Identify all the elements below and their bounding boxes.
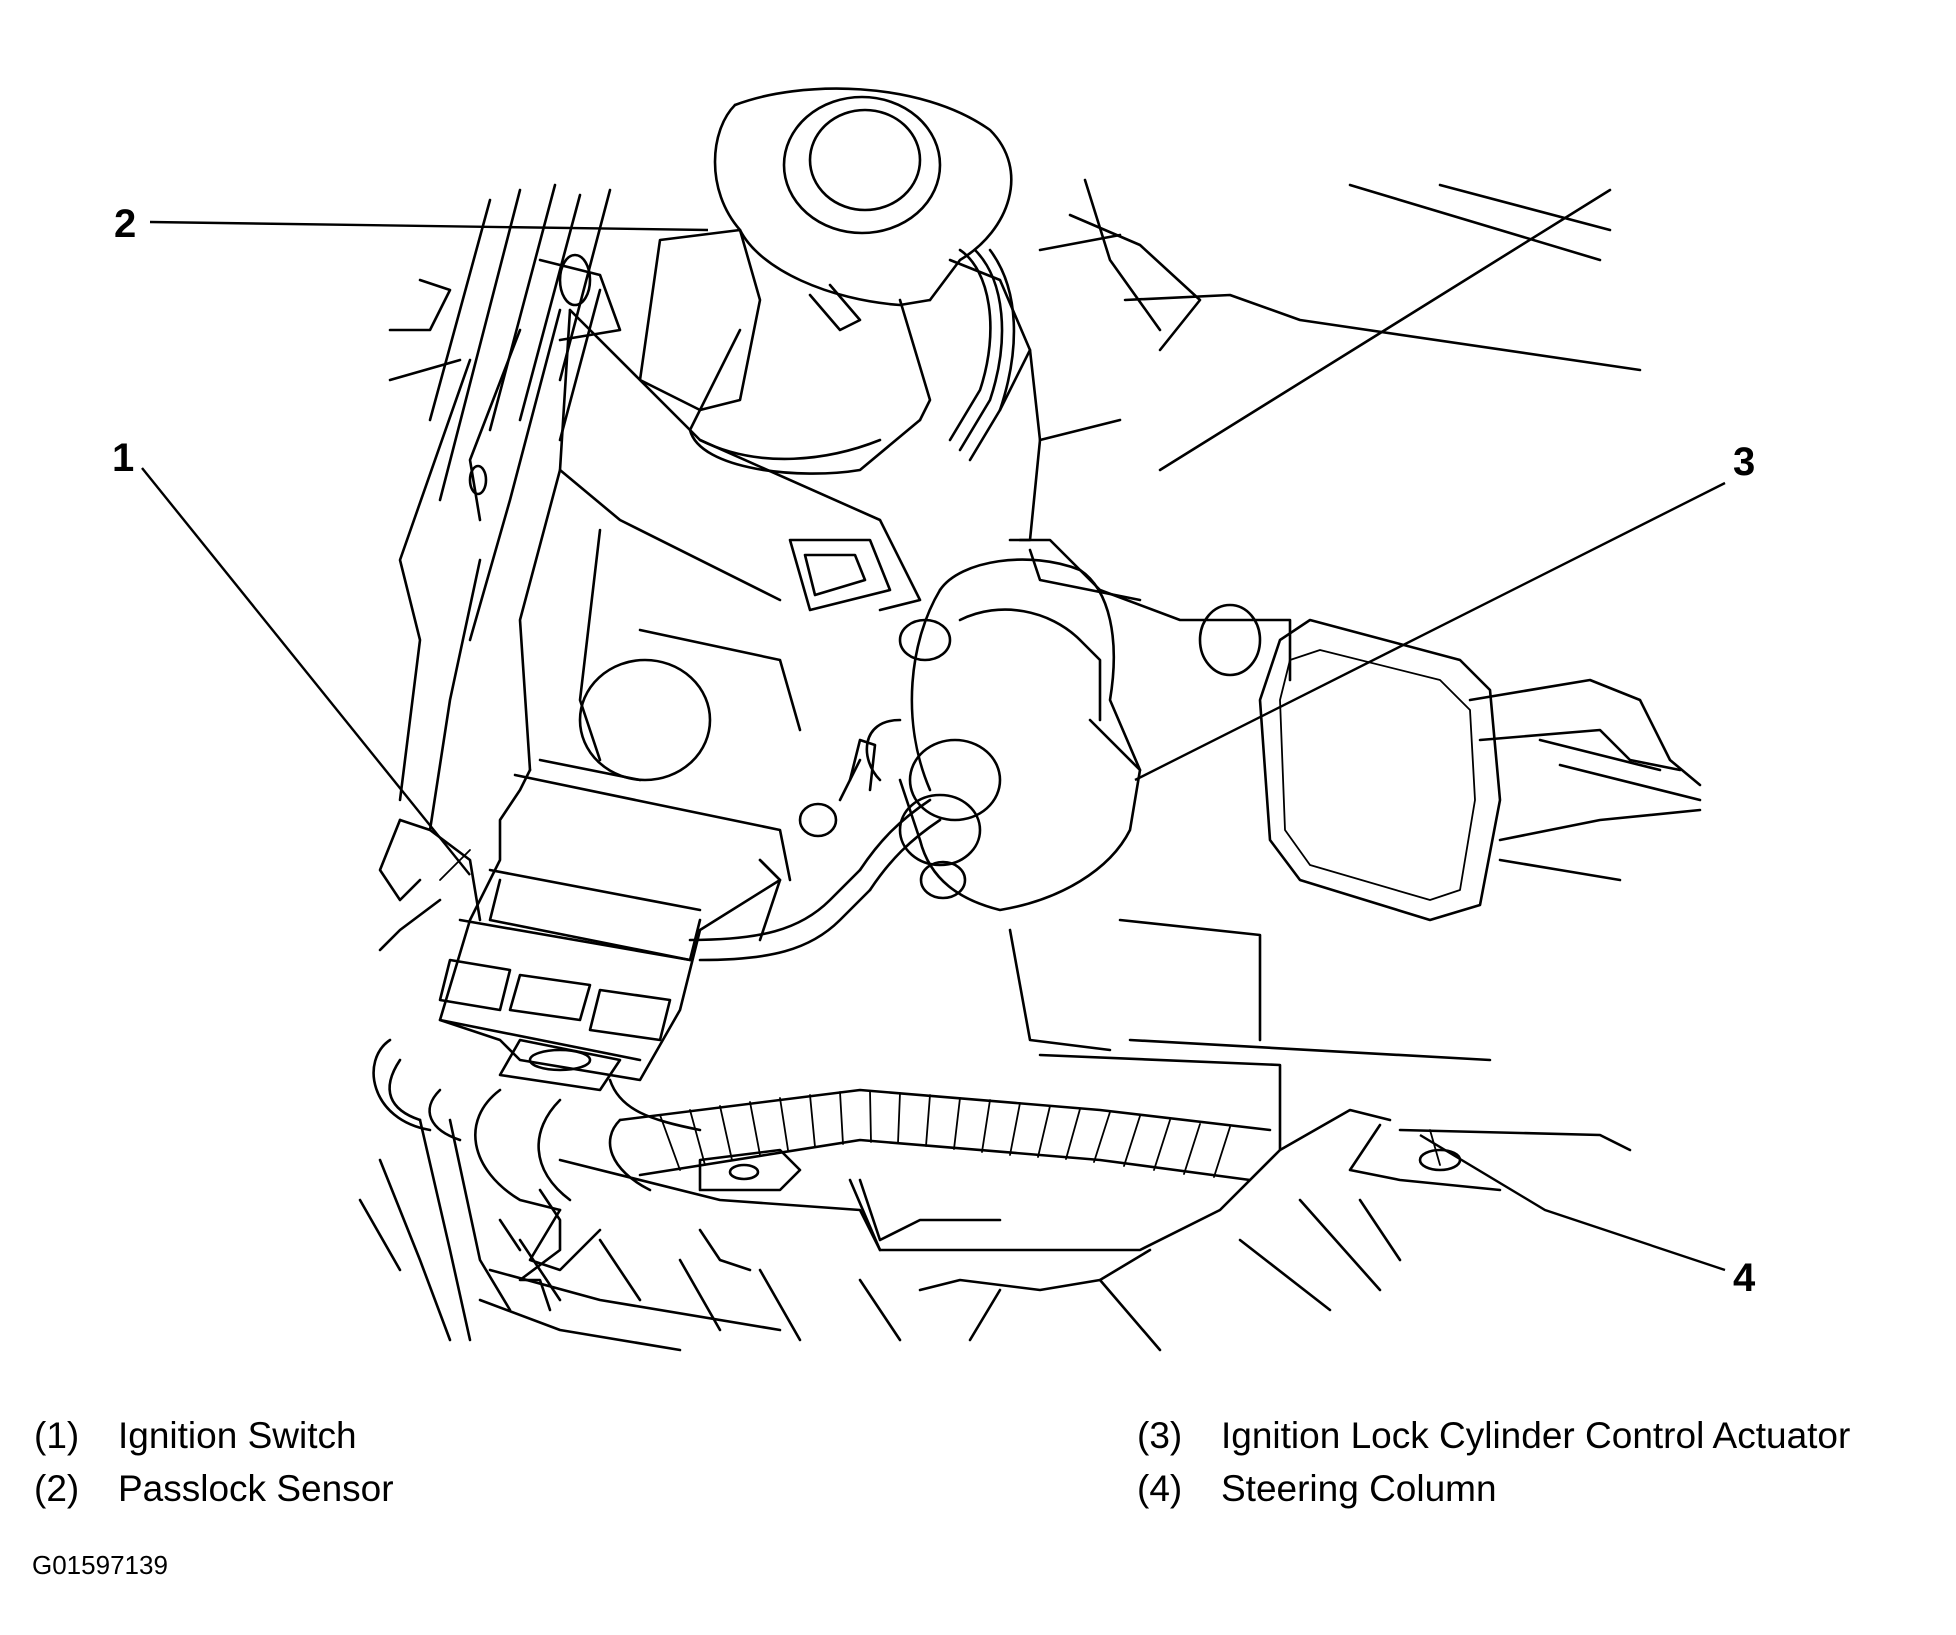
wiring-harness: [372, 798, 1272, 1212]
legend-label: Ignition Lock Cylinder Control Actuator: [1221, 1415, 1851, 1456]
legend-item-1: (1) Ignition Switch: [34, 1417, 357, 1454]
ignition-switch: [378, 768, 792, 1092]
conduit-ribs: [659, 1090, 1231, 1178]
legend-item-2: (2) Passlock Sensor: [34, 1470, 394, 1507]
leader-4: [1419, 1133, 1726, 1272]
legend-label: Ignition Switch: [118, 1415, 357, 1456]
passlock-sensor: [638, 87, 1013, 475]
background-structure: [848, 178, 1702, 1352]
leader-3: [1134, 481, 1726, 782]
legend-number: (1): [34, 1415, 80, 1456]
leader-2: [149, 220, 709, 232]
callout-1: 1: [112, 436, 135, 480]
leader-lines: [141, 220, 1726, 1272]
legend-label: Steering Column: [1221, 1468, 1497, 1509]
column-housing: [518, 248, 1292, 782]
left-bracket: [388, 183, 622, 922]
legend-number: (2): [34, 1468, 80, 1509]
leader-1: [141, 467, 471, 876]
legend-item-4: (4) Steering Column: [1137, 1470, 1497, 1507]
callout-4: 4: [1733, 1256, 1756, 1300]
legend-number: (3): [1137, 1415, 1183, 1456]
callout-2: 2: [114, 202, 137, 246]
legend-item-3: (3) Ignition Lock Cylinder Control Actuat…: [1137, 1417, 1850, 1454]
callout-3: 3: [1733, 440, 1756, 484]
lower-bracket: [358, 1118, 1002, 1352]
lock-cylinder-actuator: [798, 558, 1142, 912]
legend-label: Passlock Sensor: [118, 1468, 394, 1509]
figure-code: G01597139: [32, 1550, 168, 1580]
legend-number: (4): [1137, 1468, 1183, 1509]
